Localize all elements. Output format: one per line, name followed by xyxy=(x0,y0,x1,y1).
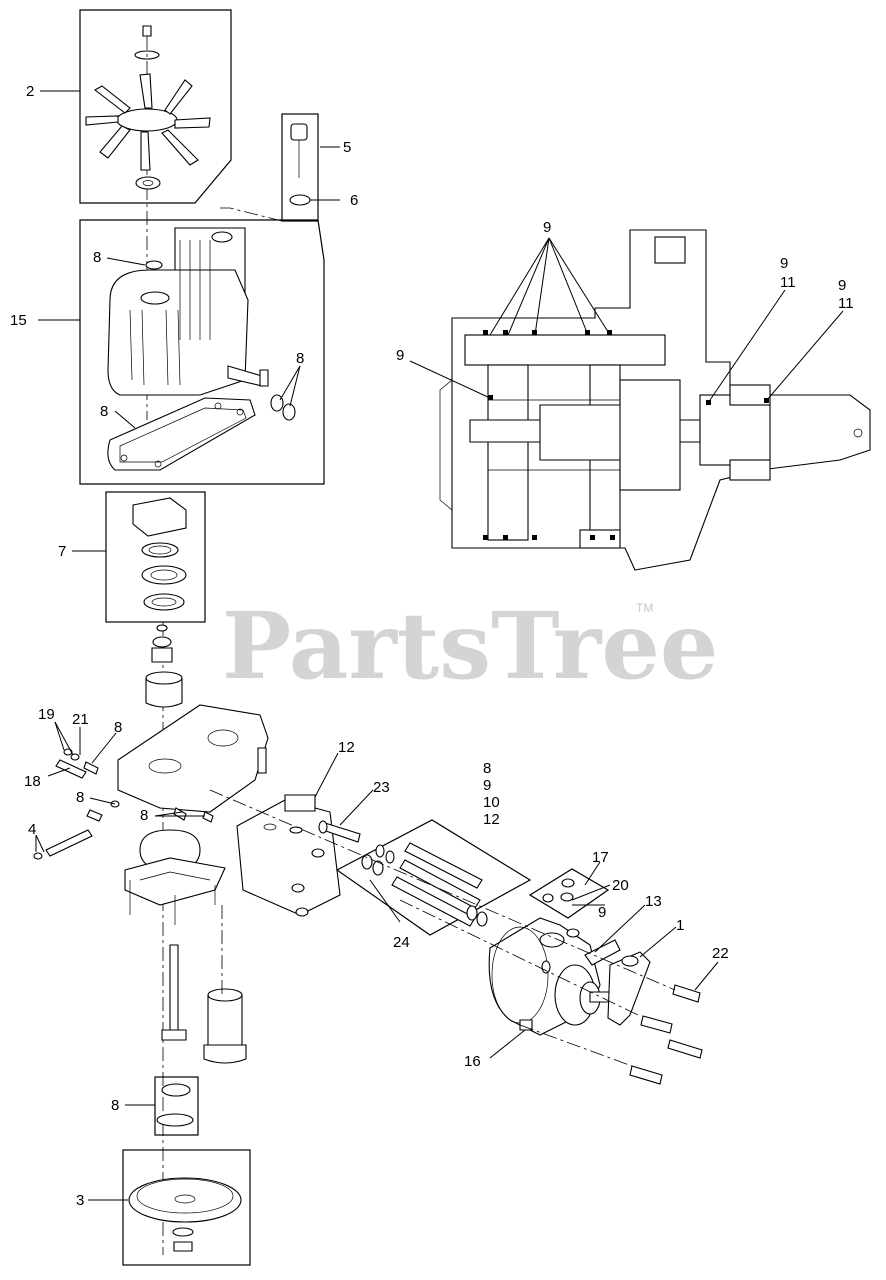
dipstick-group xyxy=(220,113,319,222)
callout-19: 19 xyxy=(38,706,55,723)
leader-lines xyxy=(35,90,844,1201)
callout-8-kit: 8 xyxy=(483,760,491,777)
input-shaft xyxy=(161,944,187,1041)
callout-4: 4 xyxy=(28,821,36,838)
callout-5: 5 xyxy=(343,139,351,156)
motion-arm xyxy=(607,951,651,1026)
callout-11-right: 11 xyxy=(838,295,854,312)
callout-2: 2 xyxy=(26,83,34,100)
callout-6: 6 xyxy=(350,192,358,209)
callout-8-bottom: 8 xyxy=(111,1097,119,1114)
callout-17: 17 xyxy=(592,849,609,866)
callout-21: 21 xyxy=(72,711,89,728)
callout-24: 24 xyxy=(393,934,410,951)
callout-11-mid: 11 xyxy=(780,274,796,291)
pulley-group xyxy=(122,1149,251,1266)
motor-body xyxy=(488,917,621,1036)
cross-section xyxy=(439,229,871,571)
callout-3: 3 xyxy=(76,1192,84,1209)
watermark-trademark: TM xyxy=(636,601,653,615)
fan-icon xyxy=(85,73,211,171)
housing-group xyxy=(79,219,325,485)
callout-23: 23 xyxy=(373,779,390,796)
callout-9-mid: 9 xyxy=(780,255,788,272)
callout-16: 16 xyxy=(464,1053,481,1070)
valve-group xyxy=(528,868,610,919)
callout-8-fan: 8 xyxy=(93,249,101,266)
callout-9-left: 9 xyxy=(396,347,404,364)
callout-8-cover: 8 xyxy=(140,807,148,824)
kit-box xyxy=(335,819,532,936)
bolt-set xyxy=(209,789,703,1085)
bearing-group xyxy=(105,491,206,623)
callout-1: 1 xyxy=(676,917,684,934)
watermark-text: PartsTree xyxy=(222,592,718,700)
motor-end-cap xyxy=(236,794,361,917)
callout-8-valve: 8 xyxy=(114,719,122,736)
callout-9-top: 9 xyxy=(543,219,551,236)
callout-22: 22 xyxy=(712,945,729,962)
callout-20: 20 xyxy=(612,877,629,894)
callout-9-right: 9 xyxy=(838,277,846,294)
filter-cartridge xyxy=(203,905,247,1064)
callout-7: 7 xyxy=(58,543,66,560)
seal-group xyxy=(154,1076,199,1136)
callout-18: 18 xyxy=(24,773,41,790)
callout-12-kit: 12 xyxy=(483,811,500,828)
pump-body xyxy=(33,704,269,925)
callout-8-gasket: 8 xyxy=(100,403,108,420)
callout-13: 13 xyxy=(645,893,662,910)
callout-labels: 2 5 6 8 15 8 8 7 9 9 9 11 9 11 19 21 8 1… xyxy=(10,83,854,1209)
callout-10-kit: 10 xyxy=(483,794,500,811)
callout-15: 15 xyxy=(10,312,27,329)
callout-9-valve: 9 xyxy=(598,904,606,921)
callout-8-plug: 8 xyxy=(76,789,84,806)
callout-8-right: 8 xyxy=(296,350,304,367)
callout-12-center: 12 xyxy=(338,739,355,756)
pump-cylinder xyxy=(145,624,183,708)
callout-9-kit: 9 xyxy=(483,777,491,794)
